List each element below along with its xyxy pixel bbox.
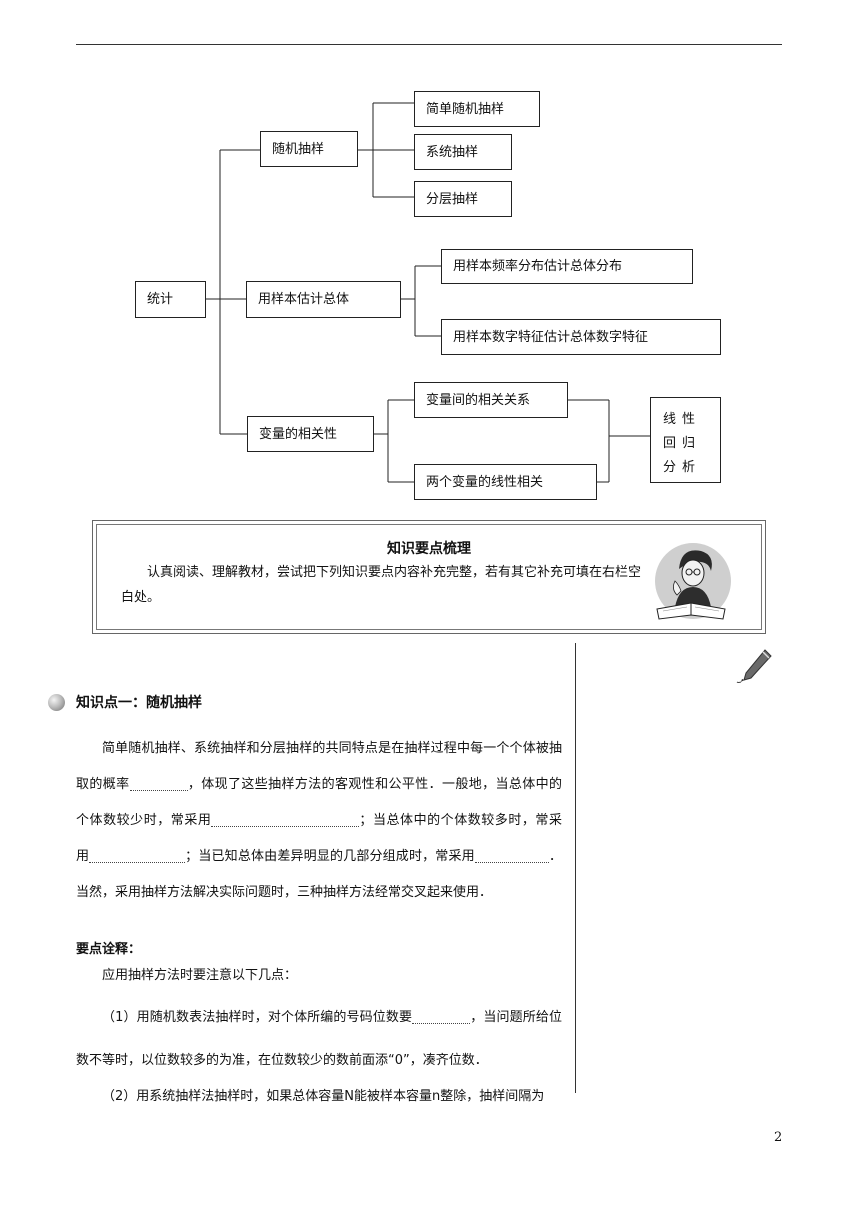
diagram-node-label: 用样本数字特征估计总体数字特征 [453,329,649,345]
fill-blank[interactable] [211,812,360,827]
diagram-connectors [206,102,650,483]
diagram-node-linear-regression: 线性回归分析 [650,397,721,483]
diagram-root-node: 统计 [135,281,206,318]
diagram-node-label: 随机抽样 [272,141,325,157]
fill-blank[interactable] [129,776,188,791]
diagram-node-linear-correlation: 两个变量的线性相关 [414,464,597,500]
notes-intro: 应用抽样方法时要注意以下几点： [102,968,298,983]
header-rule [76,44,782,45]
diagram-node-simple-random: 简单随机抽样 [414,91,540,127]
diagram-node-stratified: 分层抽样 [414,181,512,217]
diagram-node-label: 分层抽样 [426,191,479,207]
knowledge-summary-box: 知识要点梳理 认真阅读、理解教材，尝试把下列知识要点内容补充完整，若有其它补充可… [92,520,766,634]
paragraph-text: ；当总体中的个体数较多时，常采用 [76,813,562,864]
diagram-node-variable-relationship: 变量间的相关关系 [414,382,568,418]
note-random-number-table: （1）用随机数表法抽样时，对个体所编的号码位数要，当问题所给位数不等时，以位数较… [76,996,562,1082]
paragraph-text: ，当问题所给位数不等时，以位数较多的为准，在位数较少的数前面添“0”，凑齐位数． [76,1010,562,1068]
diagram-node-label: 简单随机抽样 [426,101,505,117]
knowledge-summary-inner: 知识要点梳理 认真阅读、理解教材，尝试把下列知识要点内容补充完整，若有其它补充可… [96,524,762,630]
page-number: 2 [774,1130,783,1145]
pen-icon [736,649,772,683]
diagram-node-label: 系统抽样 [426,144,479,160]
diagram-node-frequency-distribution: 用样本频率分布估计总体分布 [441,249,693,284]
knowledge-summary-text: 认真阅读、理解教材，尝试把下列知识要点内容补充完整，若有其它补充可填在右栏空白处… [121,565,642,605]
notes-heading: 要点诠释： [76,942,142,957]
diagram-node-label: 用样本频率分布估计总体分布 [453,259,623,274]
column-separator [575,643,576,1093]
diagram-node-correlation: 变量的相关性 [247,416,374,452]
diagram-node-systematic: 系统抽样 [414,134,512,170]
diagram-node-sample-estimate: 用样本估计总体 [246,281,401,318]
section-heading: 知识点一：随机抽样 [48,692,202,712]
fill-blank[interactable] [89,848,186,863]
diagram-node-label: 两个变量的线性相关 [426,474,544,490]
fill-blank[interactable] [412,1009,471,1024]
paragraph-text: （1）用随机数表法抽样时，对个体所编的号码位数要 [102,1010,413,1025]
diagram-node-label: 变量间的相关关系 [426,392,531,408]
sphere-bullet-icon [48,693,65,711]
paragraph-text: ，体现了这些抽样方法的客观性和公平性．一般地，当总体中的个体数较少时，常采用 [76,777,562,828]
diagram-node-random-sampling: 随机抽样 [260,131,358,167]
diagram-node-label: 变量的相关性 [259,426,338,442]
note-systematic-sampling: （2）用系统抽样法抽样时，如果总体容量N能被样本容量n整除，抽样间隔为 [76,1087,562,1107]
paragraph-text: 简单随机抽样、系统抽样和分层抽样的共同特点是在抽样过程中每一个个体被抽取的概率 [76,741,562,792]
knowledge-summary-title: 知识要点梳理 [387,541,471,557]
paragraph-text: （2）用系统抽样法抽样时，如果总体容量N能被样本容量n整除，抽样间隔为 [102,1089,545,1104]
paragraph-text: ．当然，采用抽样方法解决实际问题时，三种抽样方法经常交叉起来使用． [76,849,562,900]
diagram-node-label: 线性回归分析 [663,412,702,475]
paragraph-text: ；当已知总体由差异明显的几部分组成时，常采用 [185,849,475,864]
paragraph-sampling-overview: 简单随机抽样、系统抽样和分层抽样的共同特点是在抽样过程中每一个个体被抽取的概率，… [76,731,562,911]
diagram-root-label: 统计 [147,292,174,307]
reading-student-illustration-icon [655,543,731,620]
diagram-node-label: 用样本估计总体 [258,292,350,307]
fill-blank[interactable] [474,848,549,863]
diagram-node-numerical-features: 用样本数字特征估计总体数字特征 [441,319,721,355]
section-title: 知识点一：随机抽样 [76,695,202,711]
